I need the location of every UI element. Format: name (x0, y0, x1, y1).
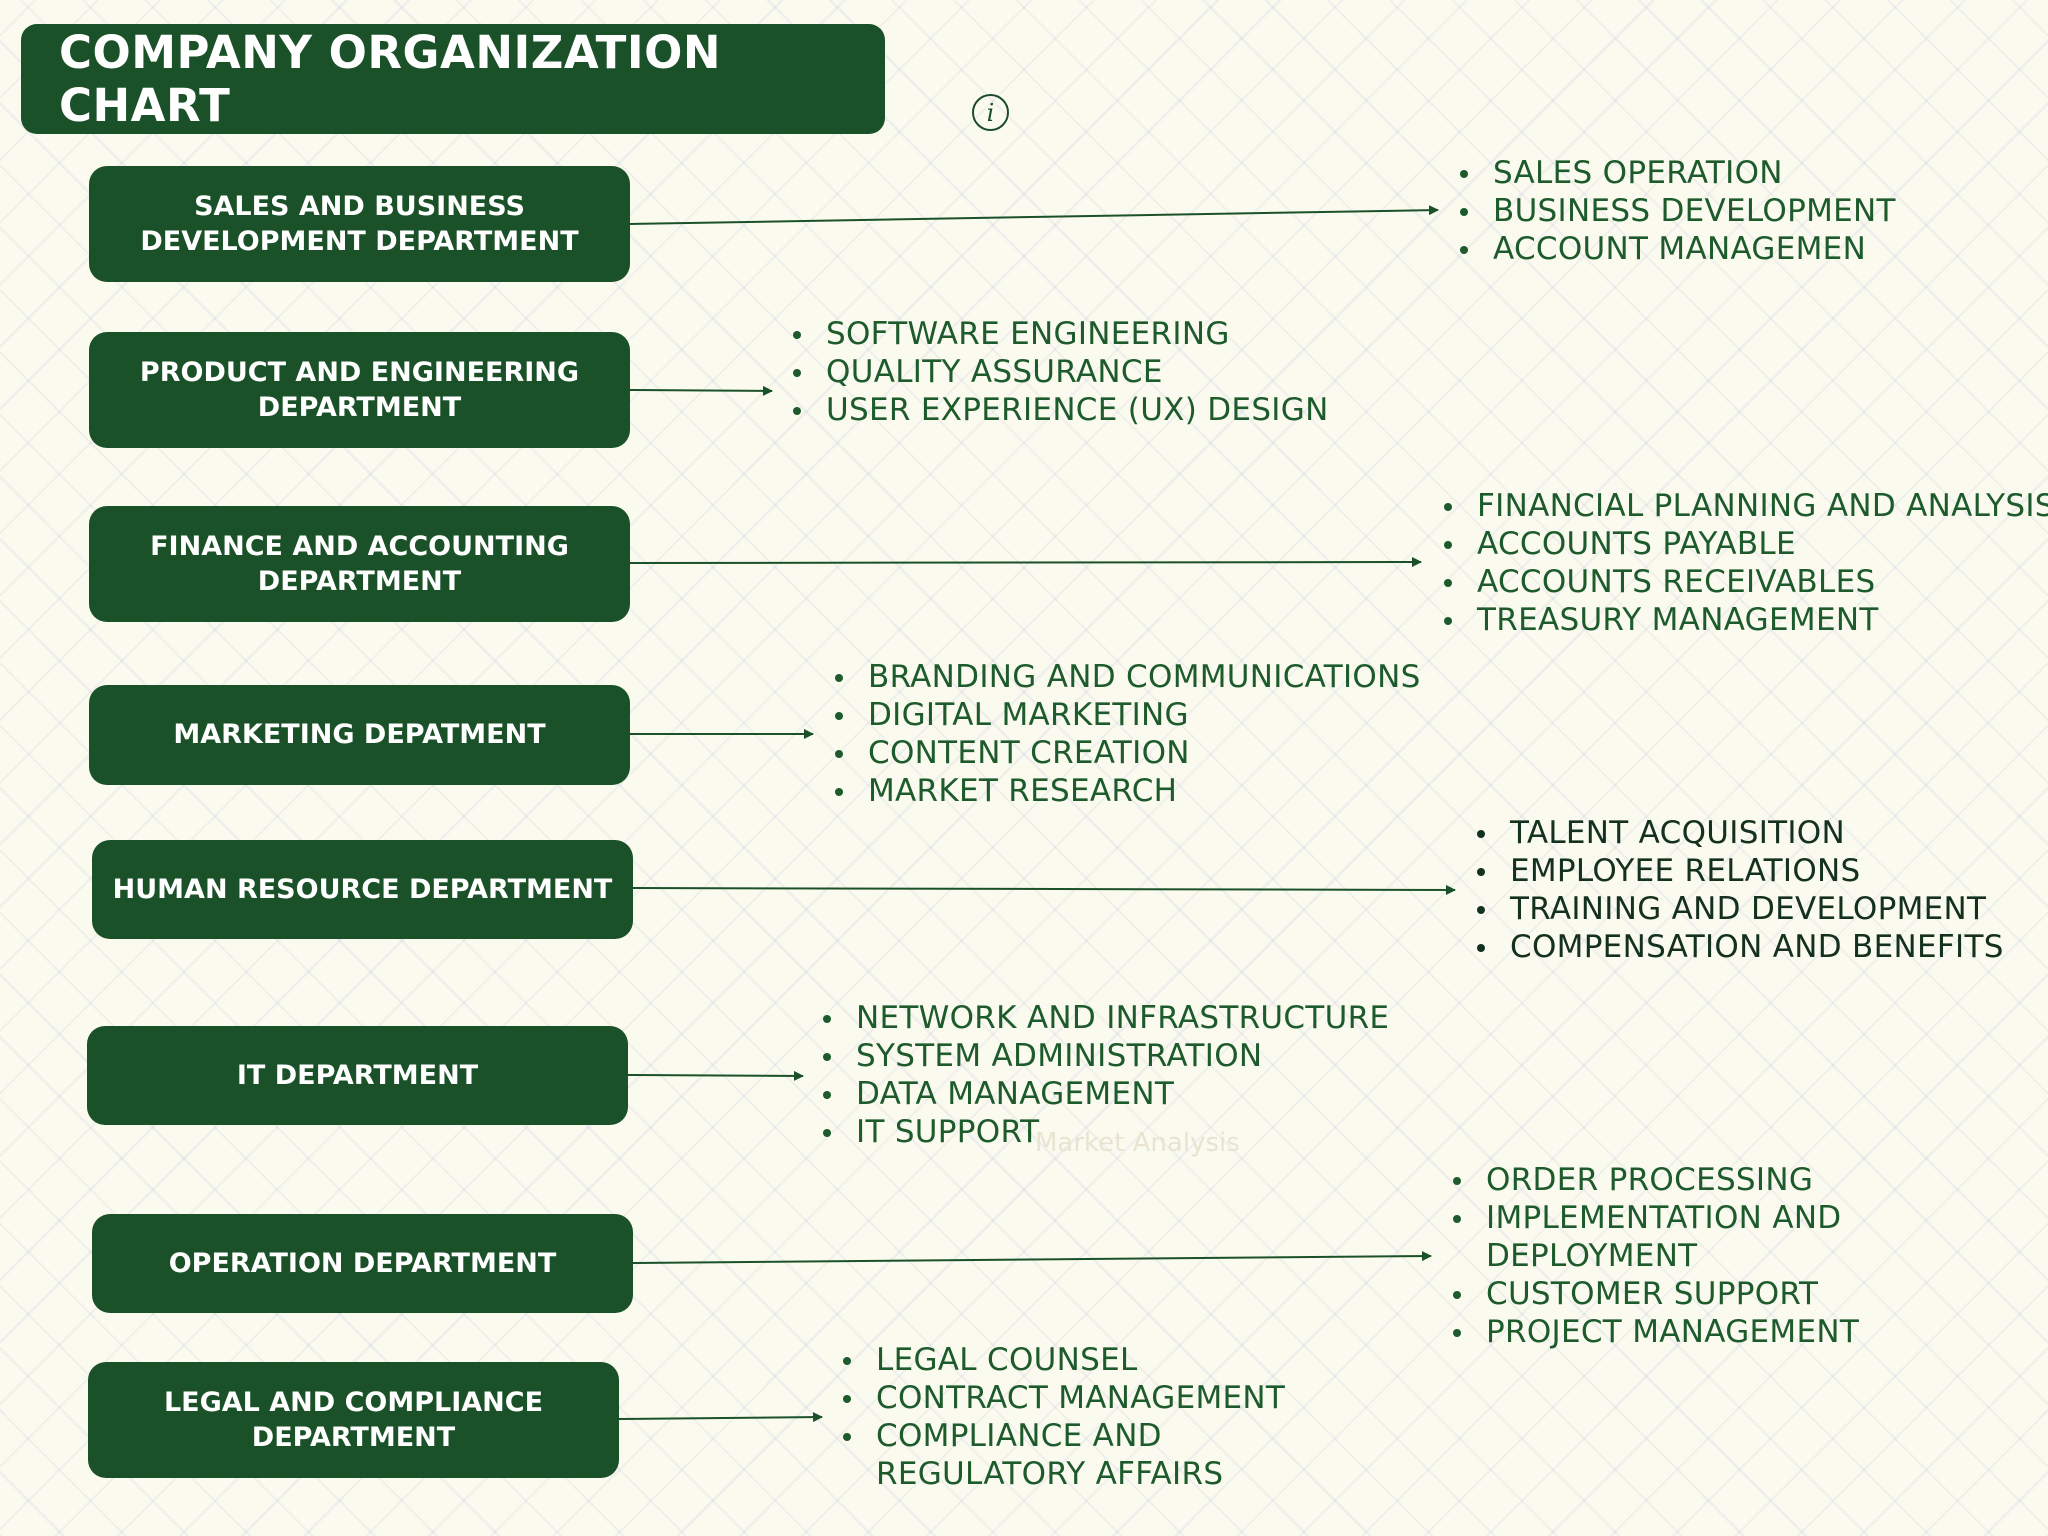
connector-product (629, 385, 773, 396)
list-item: EMPLOYEE RELATIONS (1472, 852, 2004, 890)
sub-list-human-resource: TALENT ACQUISITION EMPLOYEE RELATIONS TR… (1472, 814, 2004, 966)
dept-label-line: DEPARTMENT (251, 1422, 456, 1453)
list-item: BRANDING AND COMMUNICATIONS (830, 658, 1421, 696)
list-item: MARKET RESEARCH (830, 772, 1421, 810)
dept-label-line: PRODUCT AND ENGINEERING (139, 356, 580, 388)
sub-list-finance: FINANCIAL PLANNING AND ANALYSIS ACCOUNTS… (1439, 487, 2048, 639)
list-item: LEGAL COUNSEL (838, 1341, 1368, 1379)
sub-list-operation: ORDER PROCESSING IMPLEMENTATION AND DEPL… (1448, 1161, 1868, 1351)
chart-title: COMPANY ORGANIZATION CHART (21, 24, 885, 134)
info-icon-glyph: i (986, 98, 995, 127)
dept-label-line: DEPARTMENT (257, 392, 462, 423)
list-item: BUSINESS DEVELOPMENT (1455, 192, 1896, 230)
dept-box-legal[interactable]: LEGAL AND COMPLIANCE DEPARTMENT (88, 1362, 619, 1478)
list-item: TALENT ACQUISITION (1472, 814, 2004, 852)
dept-label-line: IT DEPARTMENT (236, 1059, 479, 1091)
dept-label-line: MARKETING DEPATMENT (173, 719, 546, 751)
list-item: SALES OPERATION (1455, 154, 1896, 192)
list-item: CUSTOMER SUPPORT (1448, 1275, 1868, 1313)
dept-label-line: FINANCE AND ACCOUNTING (150, 530, 569, 562)
list-item: IMPLEMENTATION AND DEPLOYMENT (1448, 1199, 1868, 1275)
dept-box-human-resource[interactable]: HUMAN RESOURCE DEPARTMENT (92, 840, 633, 939)
dept-label-line: HUMAN RESOURCE DEPARTMENT (112, 873, 613, 905)
sub-list-it: NETWORK AND INFRASTRUCTURE SYSTEM ADMINI… (818, 999, 1389, 1151)
connector-finance (629, 557, 1422, 568)
dept-label-line: SALES AND BUSINESS (194, 190, 525, 222)
list-item: PROJECT MANAGEMENT (1448, 1313, 1868, 1351)
list-item: COMPLIANCE AND REGULATORY AFFAIRS (838, 1417, 1368, 1493)
connector-hr (632, 884, 1456, 895)
dept-label-line: DEVELOPMENT DEPARTMENT (140, 226, 579, 257)
list-item: NETWORK AND INFRASTRUCTURE (818, 999, 1389, 1037)
dept-box-marketing[interactable]: MARKETING DEPATMENT (89, 685, 630, 785)
list-item: CONTENT CREATION (830, 734, 1421, 772)
info-icon[interactable]: i (972, 94, 1009, 131)
dept-box-sales[interactable]: SALES AND BUSINESS DEVELOPMENT DEPARTMEN… (89, 166, 630, 282)
connector-sales (629, 205, 1439, 225)
connector-legal (617, 1412, 823, 1423)
list-item: DIGITAL MARKETING (830, 696, 1421, 734)
list-item: CONTRACT MANAGEMENT (838, 1379, 1368, 1417)
dept-box-finance[interactable]: FINANCE AND ACCOUNTING DEPARTMENT (89, 506, 630, 622)
list-item: COMPENSATION AND BENEFITS (1472, 928, 2004, 966)
list-item: TRAINING AND DEVELOPMENT (1472, 890, 2004, 928)
dept-box-product-engineering[interactable]: PRODUCT AND ENGINEERING DEPARTMENT (89, 332, 630, 448)
list-item: QUALITY ASSURANCE (788, 353, 1329, 391)
list-item: IT SUPPORT (818, 1113, 1389, 1151)
list-item: ORDER PROCESSING (1448, 1161, 1868, 1199)
sub-list-legal: LEGAL COUNSEL CONTRACT MANAGEMENT COMPLI… (838, 1341, 1368, 1493)
sub-list-sales: SALES OPERATION BUSINESS DEVELOPMENT ACC… (1455, 154, 1896, 268)
list-item: ACCOUNTS RECEIVABLES (1439, 563, 2048, 601)
list-item: ACCOUNT MANAGEMEN (1455, 230, 1896, 268)
sub-list-marketing: BRANDING AND COMMUNICATIONS DIGITAL MARK… (830, 658, 1421, 810)
list-item: SYSTEM ADMINISTRATION (818, 1037, 1389, 1075)
list-item: DATA MANAGEMENT (818, 1075, 1389, 1113)
list-item: FINANCIAL PLANNING AND ANALYSIS (1439, 487, 2048, 525)
list-item: TREASURY MANAGEMENT (1439, 601, 2048, 639)
list-item: SOFTWARE ENGINEERING (788, 315, 1329, 353)
list-item: ACCOUNTS PAYABLE (1439, 525, 2048, 563)
dept-label-line: DEPARTMENT (257, 566, 462, 597)
dept-label-line: OPERATION DEPARTMENT (168, 1247, 557, 1279)
dept-box-it[interactable]: IT DEPARTMENT (87, 1026, 628, 1125)
sub-list-product-engineering: SOFTWARE ENGINEERING QUALITY ASSURANCE U… (788, 315, 1329, 429)
dept-label-line: LEGAL AND COMPLIANCE (163, 1386, 544, 1418)
list-item: USER EXPERIENCE (UX) DESIGN (788, 391, 1329, 429)
dept-box-operation[interactable]: OPERATION DEPARTMENT (92, 1214, 633, 1313)
connector-it (626, 1070, 804, 1081)
connector-operation (632, 1251, 1432, 1264)
watermark-text: Market Analysis (1035, 1128, 1240, 1158)
